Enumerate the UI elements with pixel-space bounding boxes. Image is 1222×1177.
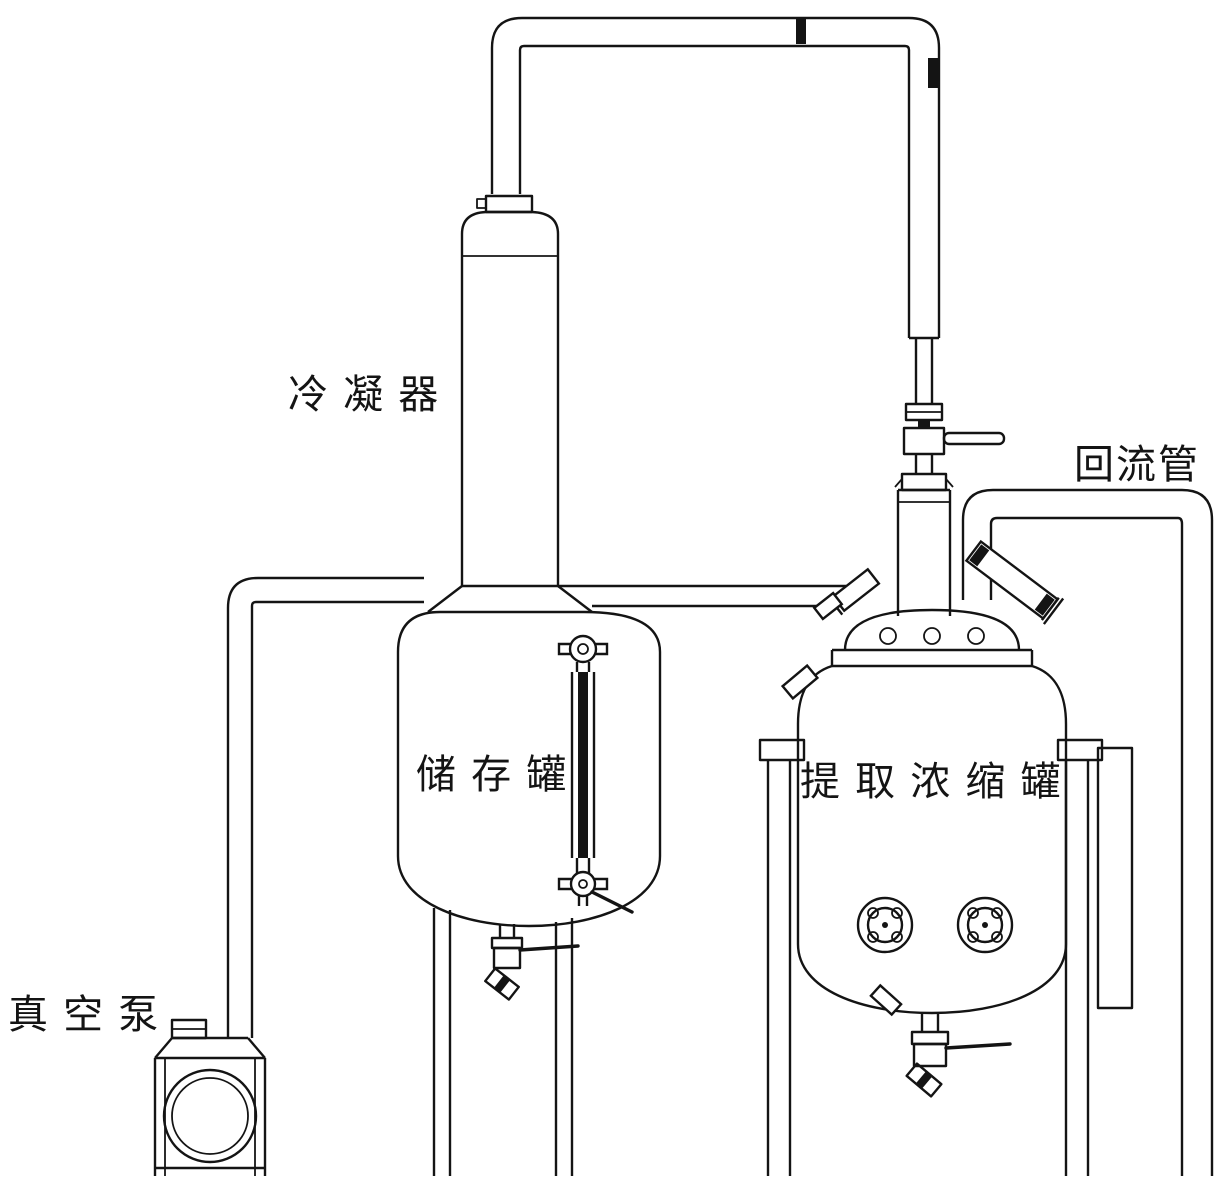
- extraction-tank-label: 提 取 浓 缩 罐: [800, 760, 1062, 804]
- inlet-cylinder: [898, 490, 950, 616]
- condenser-label: 冷 凝 器: [288, 373, 440, 417]
- handhole-port-left: [858, 898, 912, 952]
- extraction-tank-supports: [760, 740, 1132, 1176]
- handhole-port-right: [958, 898, 1012, 952]
- vapor-pipe: [492, 18, 939, 404]
- extraction-drain-valve: [907, 1013, 1010, 1096]
- vacuum-line-pipe: [228, 578, 424, 1038]
- reflux-pipe-label: 回流管: [1074, 443, 1200, 487]
- reflux-pipe: [963, 490, 1212, 1176]
- extraction-tank-vessel: [783, 538, 1066, 1014]
- level-gauge: [559, 636, 632, 912]
- condenser-vessel: [428, 196, 592, 612]
- storage-tank-label: 储 存 罐: [416, 753, 568, 797]
- transfer-line-pipe: [558, 586, 846, 606]
- storage-tank-vessel: [398, 612, 660, 1176]
- vacuum-pump-unit: [155, 1020, 265, 1176]
- inlet-ball-valve: [895, 404, 1004, 490]
- vacuum-pump-label: 真 空 泵: [8, 993, 160, 1037]
- storage-drain-valve: [485, 924, 578, 1000]
